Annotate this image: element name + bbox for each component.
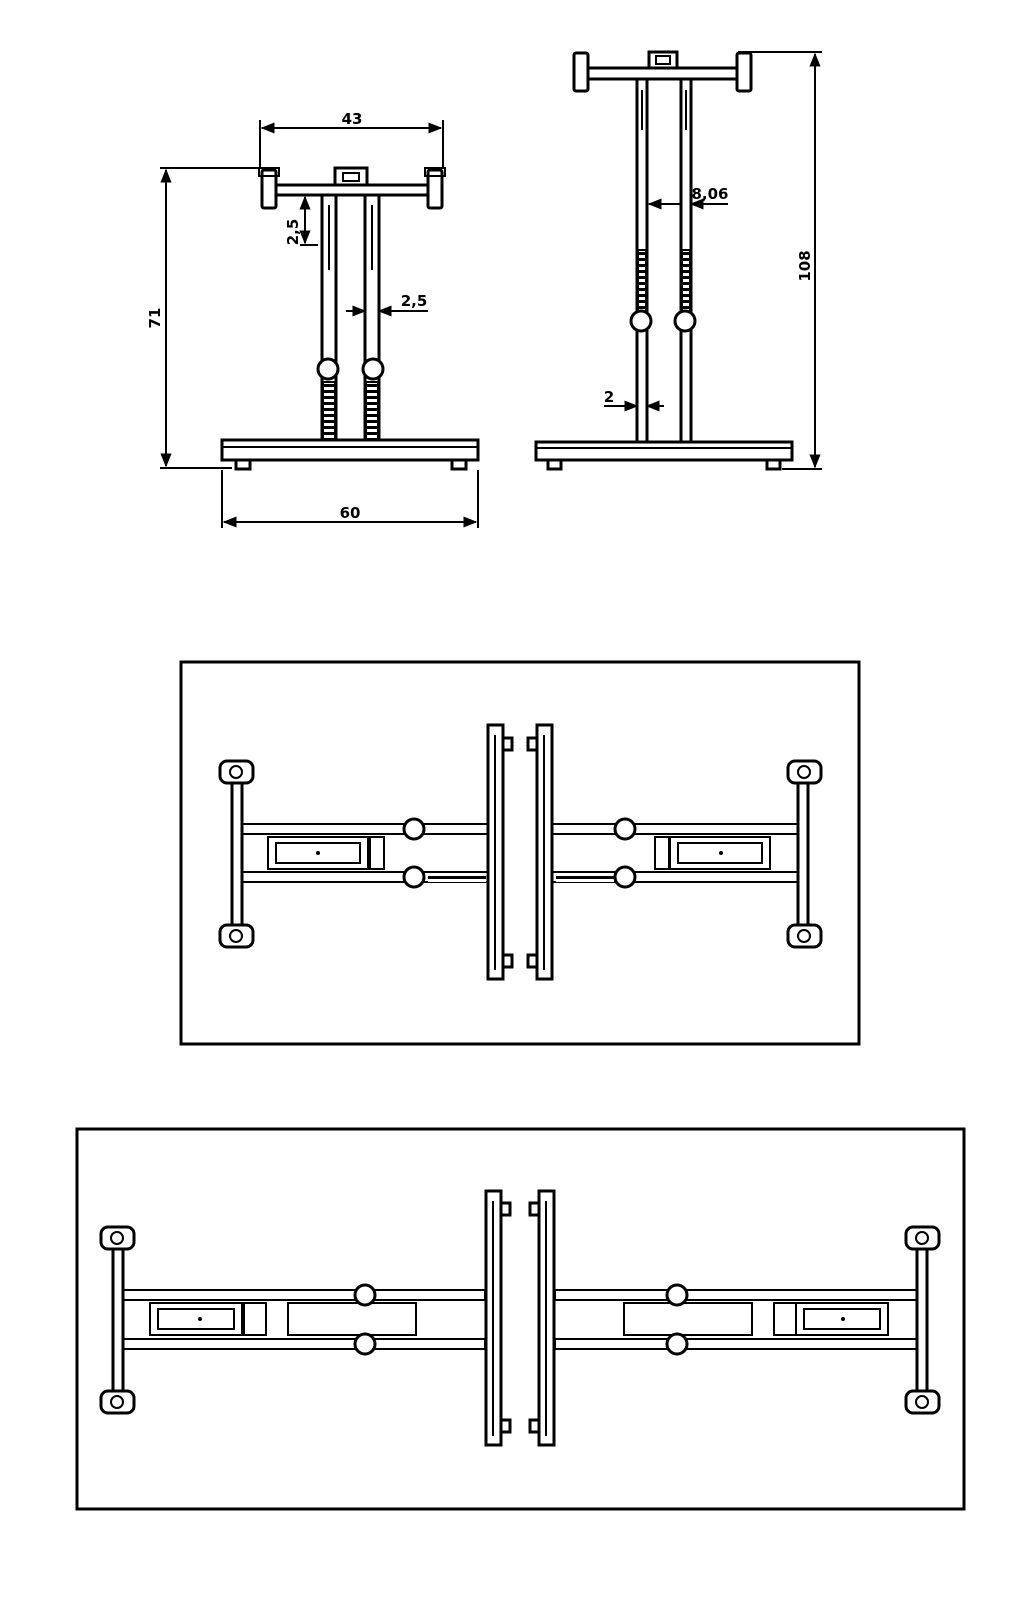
dim-column-gap-label: 2,5 bbox=[401, 292, 428, 310]
dim-offset-label: 8,06 bbox=[691, 185, 728, 203]
dim-bracket-label: 2,5 bbox=[284, 219, 302, 246]
dim-top-width-label: 43 bbox=[342, 110, 363, 128]
dim-bottom-width-label: 60 bbox=[340, 504, 361, 522]
dim-tube-label: 2 bbox=[604, 388, 614, 406]
top-view-extended bbox=[75, 1127, 966, 1511]
top-view-retracted bbox=[179, 660, 861, 1046]
side-elevation-view: 108 8,06 2 bbox=[534, 50, 822, 471]
dim-height-label-side: 108 bbox=[796, 250, 814, 281]
front-elevation-view: 43 71 60 2,5 2,5 bbox=[146, 110, 480, 528]
dim-height-label-front: 71 bbox=[146, 308, 164, 329]
